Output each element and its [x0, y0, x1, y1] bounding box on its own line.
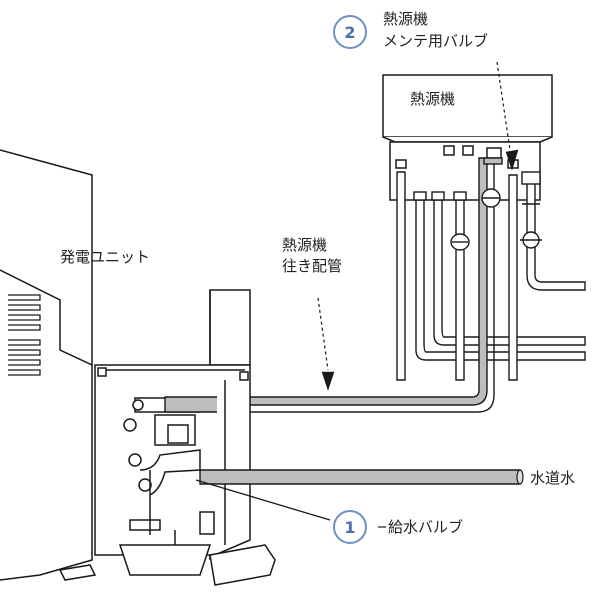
heat-source-box-label: 熱源機	[410, 90, 456, 108]
tap-water-label: 水道水	[530, 469, 576, 487]
outbound-pipe-label-line2: 往き配管	[282, 257, 343, 275]
generator-unit-label: 発電ユニット	[60, 248, 151, 266]
svg-text:2: 2	[344, 23, 355, 42]
supply-valve-label: 給水バルブ	[388, 518, 464, 536]
generator-unit	[0, 149, 276, 586]
leader-lines	[195, 61, 519, 528]
badge-2: 2	[333, 15, 367, 49]
maintenance-valve-label-line2: メンテ用バルブ	[383, 32, 489, 50]
outbound-pipe-label-line1: 熱源機	[282, 236, 328, 254]
maintenance-valve-label-line1: 熱源機	[383, 10, 429, 28]
tap-water-pipe	[199, 469, 521, 485]
svg-text:1: 1	[344, 518, 355, 537]
heat-source-unit	[382, 74, 553, 201]
badge-1: 1	[333, 510, 367, 544]
heat-source-pipes	[216, 157, 586, 413]
